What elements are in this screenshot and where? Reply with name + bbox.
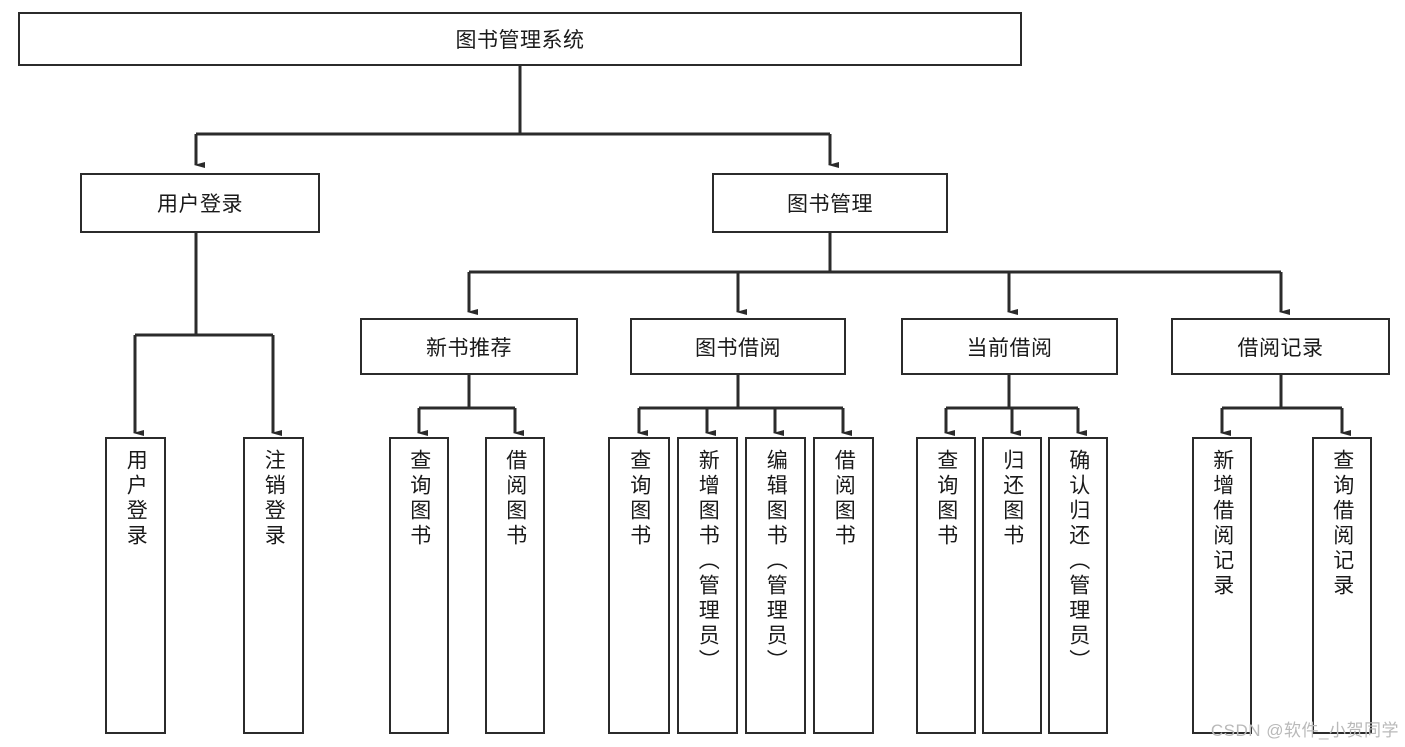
node-user-login[interactable]: 用户登录 [80,173,320,233]
node-label: 借阅图书 [832,449,856,549]
node-label: 图书管理系统 [455,29,585,52]
leaf-borrow-edit-book[interactable]: 编辑图书（管理员） [745,437,806,734]
node-new-book-recommend[interactable]: 新书推荐 [360,318,578,375]
leaf-borrow-query-book[interactable]: 查询图书 [608,437,670,734]
leaf-current-return-book[interactable]: 归还图书 [982,437,1042,734]
leaf-new-book-borrow[interactable]: 借阅图书 [485,437,545,734]
node-label: 确认归还（管理员） [1066,449,1090,674]
leaf-user-login-login[interactable]: 用户登录 [105,437,166,734]
node-borrow-record[interactable]: 借阅记录 [1171,318,1390,375]
node-label: 借阅图书 [503,449,527,549]
leaf-user-login-logout[interactable]: 注销登录 [243,437,304,734]
leaf-current-query-book[interactable]: 查询图书 [916,437,976,734]
leaf-record-add[interactable]: 新增借阅记录 [1192,437,1252,734]
node-book-management[interactable]: 图书管理 [712,173,948,233]
leaf-borrow-borrow-book[interactable]: 借阅图书 [813,437,874,734]
node-current-borrow[interactable]: 当前借阅 [901,318,1118,375]
node-label: 借阅记录 [1237,336,1324,360]
node-label: 图书借阅 [695,336,781,360]
leaf-borrow-add-book[interactable]: 新增图书（管理员） [677,437,738,734]
leaf-current-confirm-return[interactable]: 确认归还（管理员） [1048,437,1108,734]
node-label: 查询图书 [934,449,958,549]
node-book-borrow[interactable]: 图书借阅 [630,318,846,375]
node-label: 归还图书 [1000,449,1024,549]
node-label: 当前借阅 [966,336,1053,360]
node-label: 新书推荐 [426,336,512,360]
leaf-new-book-query[interactable]: 查询图书 [389,437,449,734]
node-label: 用户登录 [157,193,243,216]
leaf-record-query[interactable]: 查询借阅记录 [1312,437,1372,734]
node-root[interactable]: 图书管理系统 [18,12,1022,66]
node-label: 查询借阅记录 [1330,449,1354,599]
watermark: CSDN @软件_小贺同学 [1210,721,1399,740]
node-label: 注销登录 [262,449,286,549]
node-label: 查询图书 [627,449,651,549]
node-label: 新增图书（管理员） [696,449,720,674]
node-label: 查询图书 [407,449,431,549]
node-label: 用户登录 [124,449,148,549]
node-label: 新增借阅记录 [1210,449,1234,599]
node-label: 图书管理 [787,193,873,216]
node-label: 编辑图书（管理员） [764,449,788,674]
